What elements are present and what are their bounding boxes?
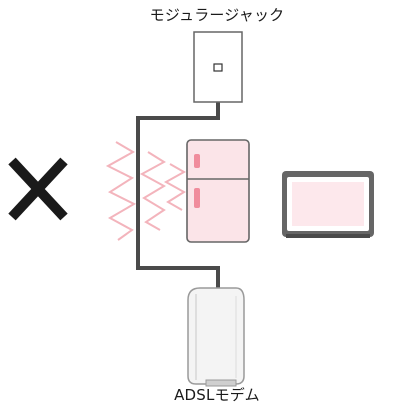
- refrigerator: [186, 139, 250, 243]
- modular-jack: [193, 31, 243, 103]
- adsl-modem: [187, 287, 245, 387]
- noise-waves: [105, 141, 187, 241]
- cross-mark-icon: [8, 157, 68, 221]
- adsl-modem-label: ADSLモデム: [174, 386, 260, 404]
- television: [282, 171, 374, 238]
- noise-wave-middle: [139, 151, 167, 231]
- modular-jack-label: モジュラージャック: [149, 6, 285, 24]
- phone-cable: [136, 72, 220, 292]
- noise-wave-inner: [163, 163, 187, 211]
- noise-wave-outer: [105, 141, 137, 241]
